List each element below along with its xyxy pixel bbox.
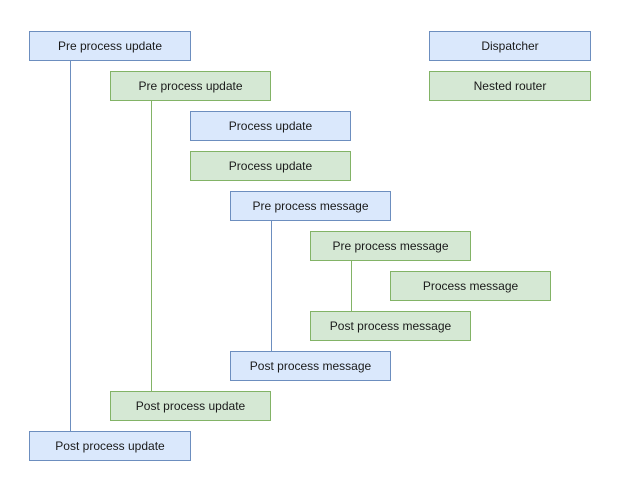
- node-label: Post process message: [329, 318, 452, 333]
- node-label: Pre process update: [57, 38, 163, 53]
- node-label: Pre process update: [138, 78, 243, 93]
- legend-label: Dispatcher: [481, 38, 539, 53]
- node-label: Post process update: [55, 438, 165, 453]
- node-label: Post process update: [135, 398, 246, 413]
- legend-label: Nested router: [473, 78, 547, 93]
- node-pre-process-update-dispatcher[interactable]: Pre process update: [29, 31, 191, 61]
- node-label: Process message: [422, 278, 519, 293]
- node-post-process-update-dispatcher[interactable]: Post process update: [29, 431, 191, 461]
- connector-line: [151, 101, 152, 391]
- connector-line: [70, 61, 71, 431]
- node-pre-process-message-router[interactable]: Pre process message: [310, 231, 471, 261]
- node-pre-process-message-dispatcher[interactable]: Pre process message: [230, 191, 391, 221]
- node-label: Pre process message: [252, 198, 369, 213]
- node-process-update-router[interactable]: Process update: [190, 151, 351, 181]
- connector-line: [271, 221, 272, 351]
- node-post-process-update-router[interactable]: Post process update: [110, 391, 271, 421]
- legend-item-nested-router: Nested router: [429, 71, 591, 101]
- node-process-update-dispatcher[interactable]: Process update: [190, 111, 351, 141]
- node-label: Process update: [228, 158, 313, 173]
- node-label: Pre process message: [332, 238, 449, 253]
- node-process-message-router[interactable]: Process message: [390, 271, 551, 301]
- node-pre-process-update-router[interactable]: Pre process update: [110, 71, 271, 101]
- connector-line: [351, 261, 352, 311]
- node-label: Process update: [228, 118, 313, 133]
- legend-item-dispatcher: Dispatcher: [429, 31, 591, 61]
- node-label: Post process message: [249, 358, 372, 373]
- node-post-process-message-dispatcher[interactable]: Post process message: [230, 351, 391, 381]
- node-post-process-message-router[interactable]: Post process message: [310, 311, 471, 341]
